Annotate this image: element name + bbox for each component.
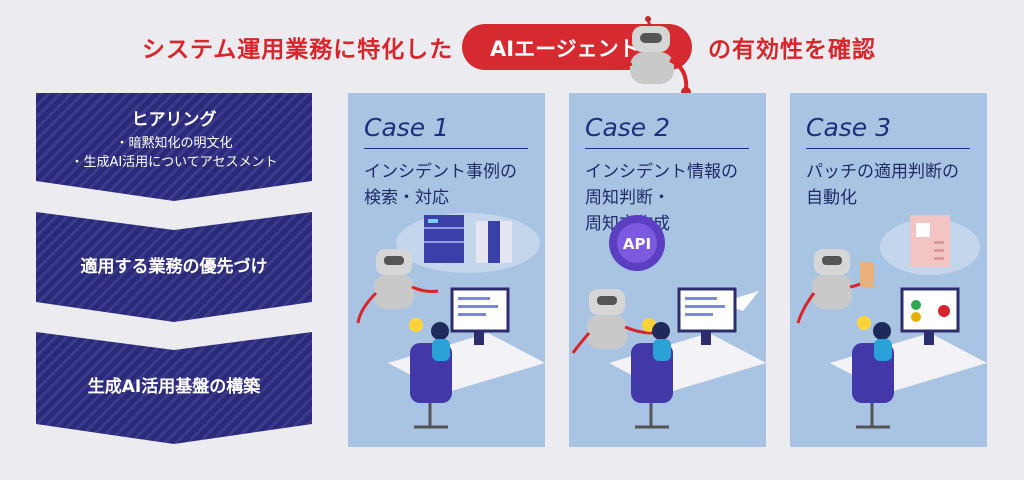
case-description: インシデント事例の 検索・対応 — [364, 159, 542, 211]
case-illustration — [796, 215, 987, 429]
case-card-3: Case 3 パッチの適用判断の 自動化 — [790, 93, 987, 447]
person-icon — [652, 322, 670, 340]
robot-icon — [356, 249, 439, 324]
server-icon — [424, 215, 464, 263]
case-card-1: Case 1 インシデント事例の 検索・対応 — [348, 93, 545, 447]
approve-icon — [911, 300, 921, 310]
case-description-line: 自動化 — [806, 188, 857, 208]
step-item: ・生成AI活用についてアセスメント — [70, 155, 278, 170]
headline: システム運用業務に特化した AIエージェント の有効性を確認 — [0, 16, 1024, 97]
step-title: ヒアリング — [131, 110, 217, 130]
api-label: API — [623, 235, 651, 253]
case-illustration — [356, 213, 545, 429]
step-title: 適用する業務の優先づけ — [80, 257, 268, 277]
step-hearing: ヒアリング ・暗黙知化の明文化 ・生成AI活用についてアセスメント — [36, 93, 312, 201]
robot-icon — [796, 249, 867, 324]
step-prioritize: 適用する業務の優先づけ — [36, 212, 312, 322]
person-icon — [431, 322, 449, 340]
case-description-line: インシデント情報の — [585, 162, 738, 182]
case-description: パッチの適用判断の 自動化 — [806, 159, 984, 211]
headline-suffix: の有効性を確認 — [708, 37, 876, 63]
case-label: Case 2 — [585, 113, 671, 142]
lightbulb-icon — [857, 316, 871, 330]
case-card-2: Case 2 インシデント情報の 周知判断・ 周知文作成 API — [569, 93, 766, 447]
case-description-line: 周知判断・ — [585, 188, 670, 208]
api-gear-icon: API — [609, 215, 665, 271]
case-illustration: API — [571, 215, 766, 429]
patch-server-icon — [910, 215, 950, 267]
hand-icon — [860, 261, 874, 287]
step-title: 生成AI活用基盤の構築 — [87, 377, 261, 397]
case-divider — [364, 148, 528, 149]
desk-workstation — [609, 287, 766, 429]
lightbulb-icon — [409, 318, 423, 332]
ai-agent-badge-label: AIエージェント — [490, 37, 640, 61]
chevron-shape — [36, 93, 312, 201]
headline-prefix: システム運用業務に特化した — [142, 37, 454, 63]
robot-icon — [571, 289, 654, 354]
reject-icon — [938, 305, 950, 317]
case-divider — [585, 148, 749, 149]
step-build-platform: 生成AI活用基盤の構築 — [36, 332, 312, 444]
step-item: ・暗黙知化の明文化 — [115, 136, 233, 151]
case-label: Case 1 — [364, 113, 450, 142]
case-description-line: 検索・対応 — [364, 188, 449, 208]
desk-workstation — [830, 287, 987, 429]
chevron-shape — [36, 212, 312, 322]
binders-icon — [476, 221, 512, 263]
case-label: Case 3 — [806, 113, 892, 142]
person-icon — [873, 322, 891, 340]
robot-mascot-icon — [613, 16, 691, 97]
case-description-line: インシデント事例の — [364, 162, 517, 182]
case-description-line: パッチの適用判断の — [806, 162, 959, 182]
desk-workstation — [388, 287, 545, 429]
case-divider — [806, 148, 970, 149]
chevron-shape — [36, 332, 312, 444]
